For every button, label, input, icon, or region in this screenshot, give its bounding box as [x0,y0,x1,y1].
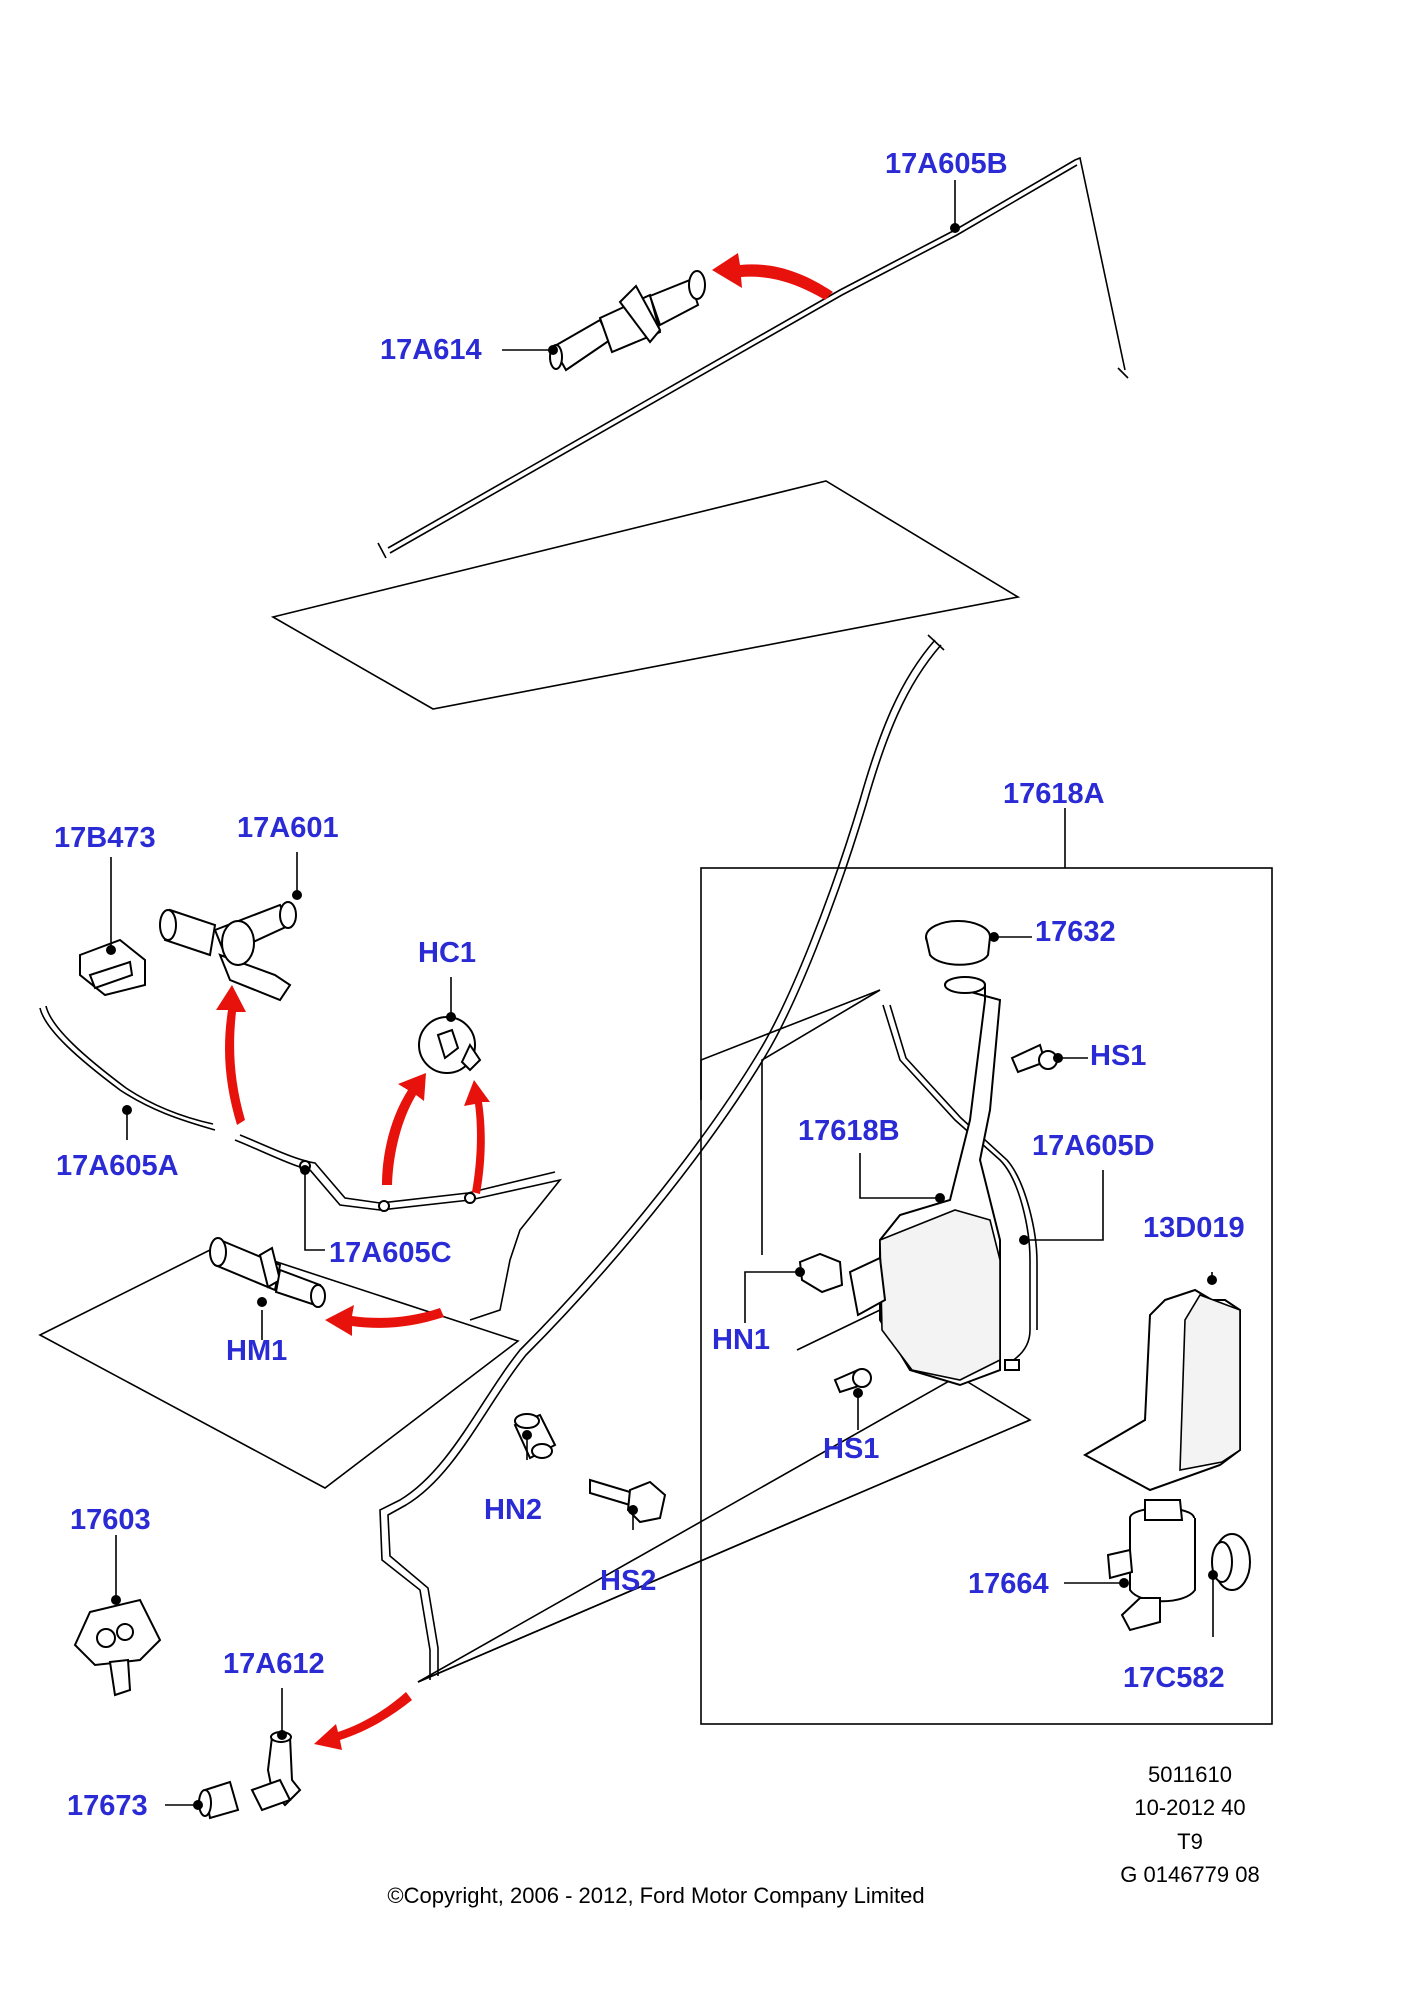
tank-plane [796,1309,881,1351]
label-17C582: 17C582 [1123,1662,1225,1694]
left-plane [38,1243,520,1489]
clip-17B473 [79,938,146,997]
ref-line-3: T9 [1177,1829,1203,1854]
arrow-to-17A614 [712,253,833,300]
label-HS1-bottom: HS1 [823,1433,879,1465]
upper-plane [270,480,1021,710]
label-17A605D: 17A605D [1032,1130,1155,1162]
clip-HC1 [418,1016,482,1074]
label-17618B: 17618B [798,1115,900,1147]
label-17B473: 17B473 [54,822,156,854]
lower-plane [417,1375,1032,1683]
label-HN2: HN2 [484,1494,542,1526]
nut-HN2 [513,1413,557,1460]
label-HN1: HN1 [712,1324,770,1356]
cap-17632 [925,920,991,966]
hose-17A605B [387,156,1126,549]
label-17664: 17664 [968,1568,1049,1600]
screw-HS1-bottom [833,1368,872,1394]
pump-17664 [1106,1499,1196,1632]
elbow-17A612 [250,1731,302,1812]
arrow-to-HM1 [325,1305,444,1336]
arrow-to-HC1-left [382,1073,426,1185]
copyright-notice: ©Copyright, 2006 - 2012, Ford Motor Comp… [387,1883,924,1908]
hose-17A605B-double [389,164,1078,554]
hose-main [379,639,936,1680]
hose-17A605A [39,1007,216,1131]
connector-HM1 [209,1237,326,1308]
label-17A605A: 17A605A [56,1150,179,1182]
label-17A601: 17A601 [237,812,339,844]
connector-17A601 [159,901,297,1002]
label-HS1-top: HS1 [1090,1040,1146,1072]
hose-17A605D [882,1004,1031,1366]
leader-lines [106,180,1218,1810]
label-17A605C: 17A605C [329,1237,452,1269]
label-17632: 17632 [1035,916,1116,948]
ref-line-1: 5011610 [1148,1762,1232,1787]
label-HS2: HS2 [600,1565,656,1597]
label-17A612: 17A612 [223,1648,325,1680]
screw-HS1-top [1010,1043,1058,1074]
label-17603: 17603 [70,1504,151,1536]
reservoir-17618B [848,976,1002,1387]
ref-line-2: 10-2012 40 [1134,1795,1245,1820]
arrow-to-HC1-right [464,1080,490,1194]
ref-line-4: G 0146779 08 [1120,1862,1259,1887]
label-17673: 17673 [67,1790,148,1822]
grommet-17C582 [1211,1533,1251,1591]
arrow-to-17A612 [314,1692,412,1750]
arrow-to-17A601 [216,985,246,1125]
jet-17603 [73,1598,162,1697]
reference-block: 5011610 10-2012 40 T9 G 0146779 08 [1120,1762,1259,1887]
label-HC1: HC1 [418,937,476,969]
connector-17A614 [549,270,706,372]
assembly-box-inner [700,989,881,1100]
lower-plane-edge [417,1419,1031,1683]
screw-HS2 [589,1478,667,1524]
label-13D019: 13D019 [1143,1212,1245,1244]
label-17618A: 17618A [1003,778,1105,810]
assembly-box-17618A [700,867,1273,1725]
label-17A605B: 17A605B [885,148,1008,180]
mid-plane [761,989,881,1255]
adapter-17673 [198,1780,240,1820]
bracket-HN1 [798,1252,844,1294]
label-17A614: 17A614 [380,334,482,366]
label-HM1: HM1 [226,1335,287,1367]
shield-13D019 [1082,1288,1241,1492]
